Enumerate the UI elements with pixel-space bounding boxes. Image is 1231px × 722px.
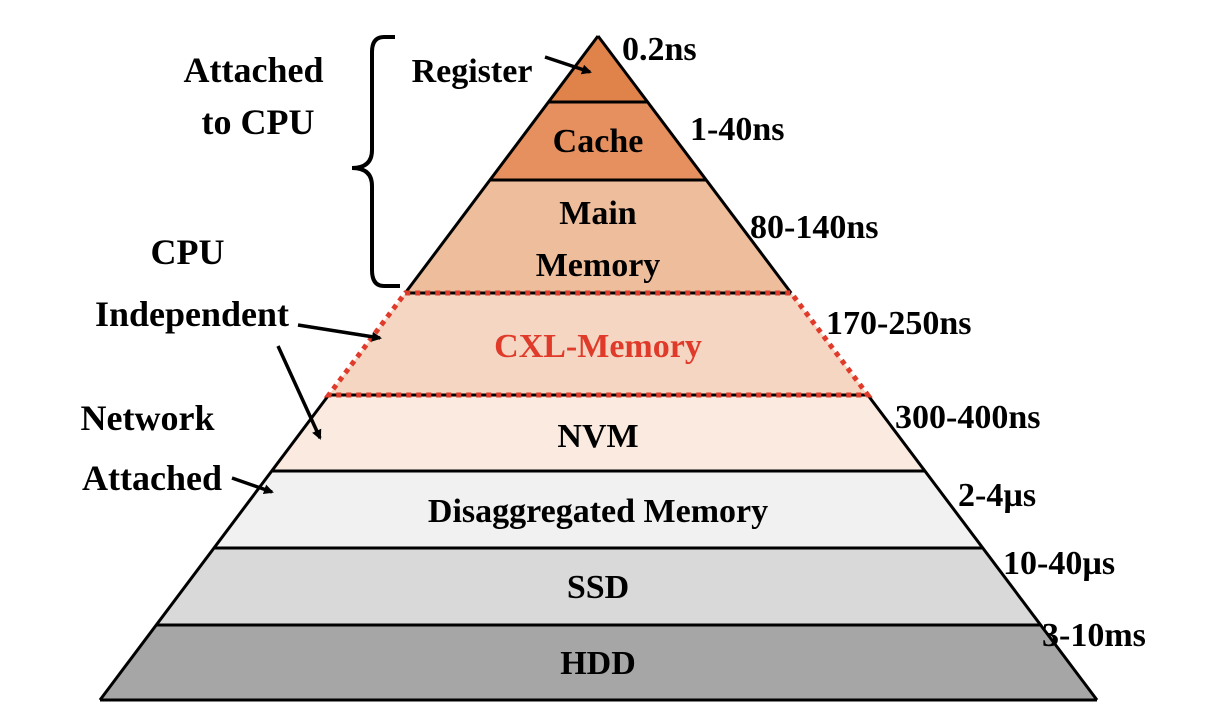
pyramid-edge — [596, 35, 793, 294]
group-label-network-attached: Network Attached — [81, 398, 224, 498]
layer-label-nvm: NVM — [557, 418, 638, 455]
cpu-independent-arrow-to-nvm — [276, 345, 322, 440]
pyramid-edge — [404, 35, 600, 294]
latency-label-register: 0.2ns — [622, 31, 697, 68]
pyramid-layers — [100, 36, 1097, 700]
register-arrow — [544, 55, 592, 75]
latency-label-ssd: 10-40µs — [1003, 545, 1115, 582]
layer-ssd — [156, 548, 1041, 625]
layer-label-cxl-memory: CXL-Memory — [494, 328, 702, 365]
cxl-dashed-outline — [323, 290, 873, 398]
network-attached-arrow — [231, 476, 274, 495]
pyramid-edge — [866, 394, 1099, 701]
attached-to-cpu-brace — [351, 35, 400, 288]
layer-hdd — [100, 625, 1097, 700]
latency-label-cxl-memory: 170-250ns — [826, 305, 971, 342]
layer-label-cache: Cache — [553, 123, 644, 160]
latency-label-cache: 1-40ns — [690, 111, 784, 148]
latency-label-disaggregated-memory: 2-4µs — [958, 477, 1036, 514]
latency-label-main-memory: 80-140ns — [750, 209, 878, 246]
layer-label-hdd: HDD — [560, 645, 636, 682]
layer-label-ssd: SSD — [567, 569, 629, 606]
layer-label-register: Register — [412, 53, 533, 90]
layer-label-disaggregated-memory: Disaggregated Memory — [428, 493, 768, 530]
cxl-dashed-border — [323, 290, 873, 398]
latency-label-nvm: 300-400ns — [895, 399, 1040, 436]
layer-cache — [490, 102, 707, 180]
layer-nvm — [271, 395, 925, 471]
latency-label-hdd: 3-10ms — [1042, 617, 1146, 654]
pyramid-edge — [98, 394, 330, 701]
group-label-attached-to-cpu: Attached to CPU — [184, 50, 333, 142]
layer-main-memory — [405, 180, 792, 293]
layer-register — [548, 36, 648, 102]
group-label-cpu-independent: CPU Independent — [95, 232, 289, 334]
layer-disaggregated-memory — [214, 471, 983, 548]
cpu-independent-arrow-to-cxl — [297, 323, 382, 342]
latency-labels: 0.2ns 1-40ns 80-140ns 170-250ns 300-400ns 2-4… — [622, 31, 1146, 654]
layer-cxl-memory — [328, 293, 868, 395]
